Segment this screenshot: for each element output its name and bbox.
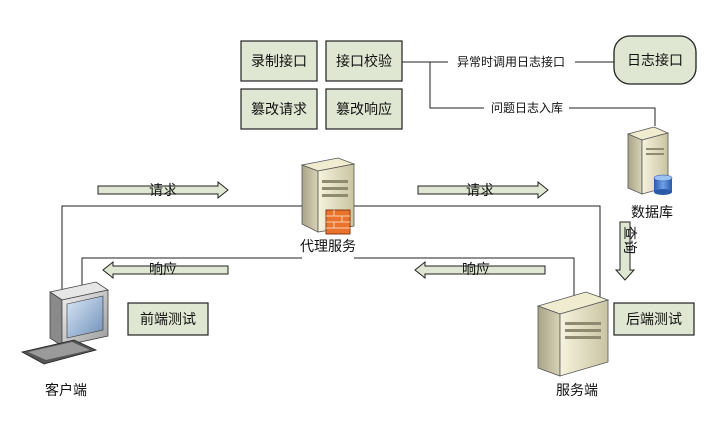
box-frontend-test-label: 前端测试 [140,311,196,328]
request-arrow-left [97,180,229,200]
problem-log-line [429,62,484,109]
request-label-left: 请求 [149,183,177,199]
box-verify: 接口校验 [325,40,403,82]
problem-log-line-tail [569,107,656,126]
box-record-label: 录制接口 [251,53,307,70]
box-frontend-test: 前端测试 [127,302,209,336]
client-computer-icon [20,281,110,365]
box-record: 录制接口 [240,40,318,82]
log-interface-node: 日志接口 [613,35,697,85]
database-cylinder-icon [653,174,673,195]
client-label: 客户端 [45,382,87,399]
box-verify-label: 接口校验 [336,53,392,70]
box-tamper-request: 篡改请求 [240,88,318,130]
app-server-icon [536,291,610,377]
query-label: 查询 [621,226,637,254]
proxy-label: 代理服务 [300,239,356,255]
log-interface-label: 日志接口 [627,52,683,69]
request-label-right: 请求 [466,183,494,199]
firewall-icon [325,209,351,235]
response-label-right: 响应 [462,261,490,278]
database-label: 数据库 [631,205,673,221]
response-arrow-right [414,260,546,280]
response-line-left [81,257,302,292]
database-server-icon [626,126,670,195]
box-backend-test: 后端测试 [613,302,695,336]
request-line-left [61,205,302,292]
response-label-left: 响应 [149,261,177,278]
server-label: 服务端 [556,383,598,399]
query-label-text: 查询 [621,226,637,254]
response-line-right [354,257,575,300]
box-tamper-request-label: 篡改请求 [251,101,307,118]
box-backend-test-label: 后端测试 [626,312,682,328]
box-tamper-response-label: 篡改响应 [336,101,392,118]
problem-log-label: 问题日志入库 [491,100,563,115]
request-arrow-right [417,180,549,200]
response-arrow-left [102,260,229,280]
request-line-right [354,205,601,300]
box-tamper-response: 篡改响应 [325,88,403,130]
query-arrow [614,221,636,281]
exception-log-label: 异常时调用日志接口 [457,54,565,69]
